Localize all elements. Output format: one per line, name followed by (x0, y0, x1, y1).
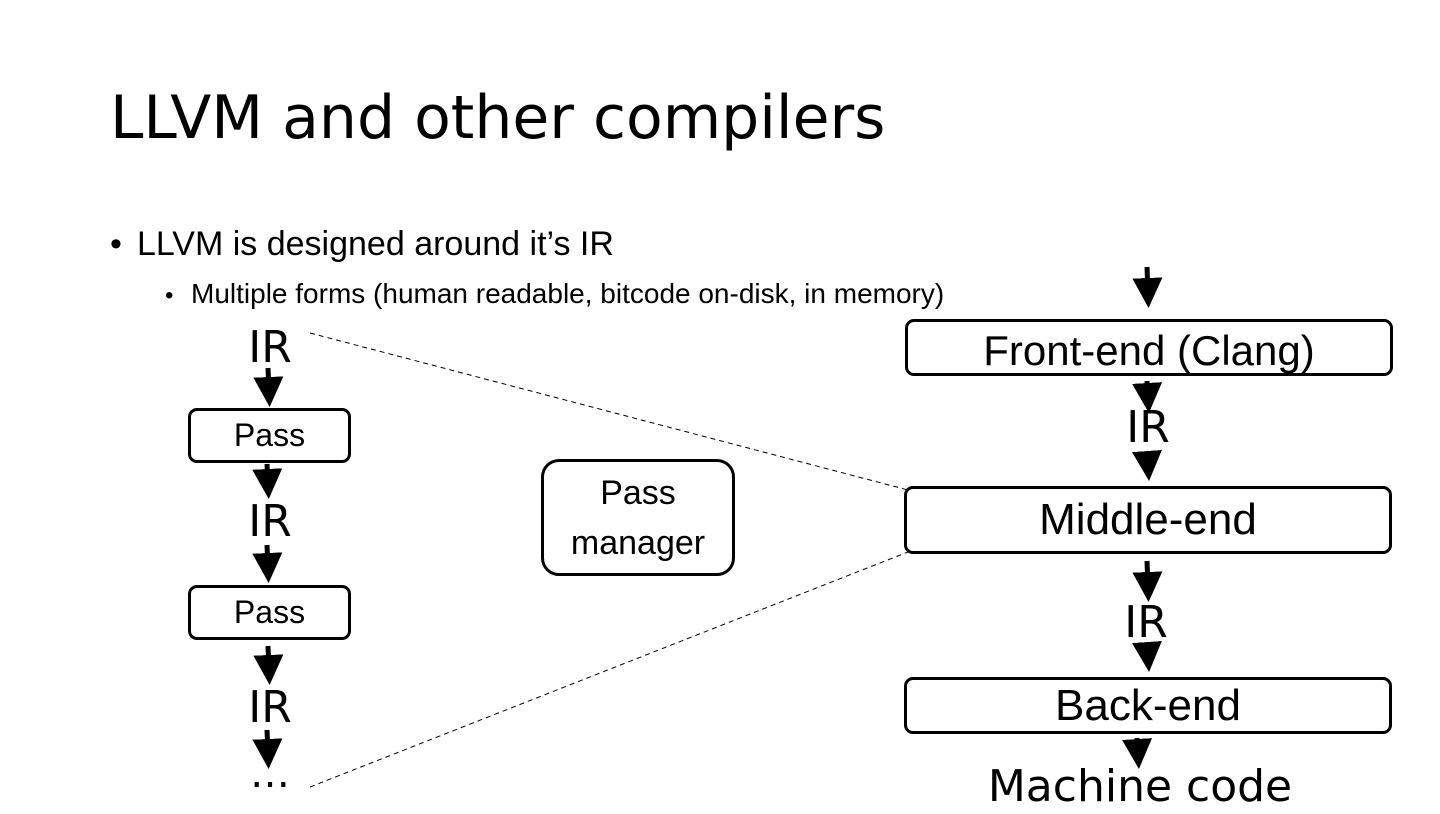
pass-manager-label-line1: Pass (600, 473, 676, 512)
backend-box: Back-end (904, 677, 1392, 734)
pass-chain-ir-label: IR (248, 322, 292, 373)
zoom-line-top (309, 332, 909, 491)
pass-chain-ir-label: IR (248, 496, 292, 547)
pipeline-ir-label: IR (1126, 402, 1170, 453)
arrow-pass-2-to-ir (253, 645, 284, 685)
pass-box: Pass (188, 408, 351, 463)
ellipsis-label: … (250, 751, 290, 797)
pass-box: Pass (188, 585, 351, 640)
arrow-pass-1-to-ir (252, 463, 283, 499)
arrow-backend-to-machine-code (1122, 737, 1153, 769)
slide-title: LLVM and other compilers (110, 83, 886, 153)
zoom-lines (309, 332, 909, 788)
arrow-ir-to-pass-1 (253, 367, 284, 407)
bullet-dot-icon: • (165, 282, 174, 309)
pipeline-ir-label: IR (1124, 597, 1168, 648)
arrow-into-frontend (1132, 266, 1163, 308)
pass-manager-label-line2: manager (570, 523, 706, 562)
machine-code-label: Machine code (987, 761, 1293, 812)
pipeline-arrows (1122, 266, 1163, 769)
bullet-level-2: • Multiple forms (human readable, bitcode… (165, 277, 944, 313)
bullet-dot-icon: • (110, 225, 122, 263)
bullet-text: Multiple forms (human readable, bitcode … (191, 278, 945, 309)
pass-arrows (252, 367, 284, 769)
pass-manager-box: Pass manager (541, 459, 735, 576)
arrow-ir-to-middleend (1131, 449, 1162, 481)
middleend-box: Middle-end (904, 486, 1392, 554)
arrow-frontend-to-ir (1132, 380, 1163, 413)
frontend-box: Front-end (Clang) (905, 319, 1393, 376)
arrow-ir-to-pass-2 (252, 544, 283, 583)
pass-chain-ir-label: IR (248, 682, 292, 733)
zoom-line-bottom (309, 551, 909, 788)
bullet-text: LLVM is designed around it’s IR (137, 225, 614, 263)
arrow-ir-to-ellipsis (252, 729, 283, 769)
arrow-ir-to-backend (1131, 640, 1162, 672)
arrow-middleend-to-ir (1132, 560, 1163, 602)
bullet-level-1: • LLVM is designed around it’s IR (110, 224, 614, 264)
